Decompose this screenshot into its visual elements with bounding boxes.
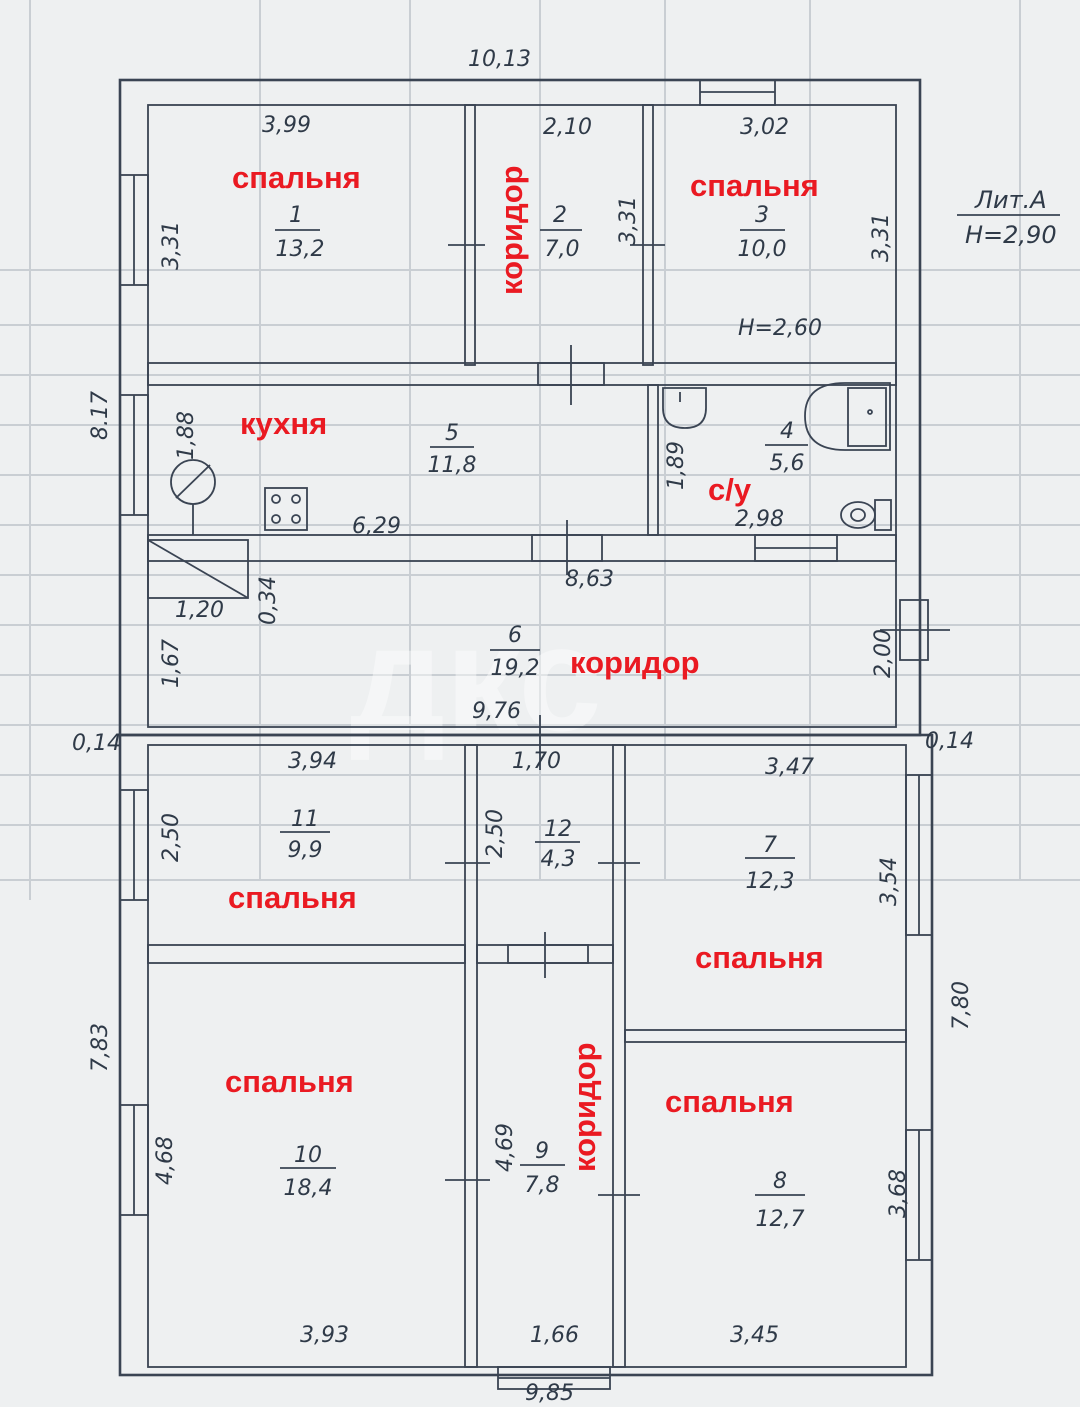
boiler-icon: [170, 459, 216, 535]
doors: [445, 244, 950, 1196]
room-7-area: 12,3: [746, 869, 795, 894]
room-2-number: 2: [553, 203, 567, 228]
dim-r4-width: 2,98: [735, 507, 784, 532]
dim-closet-depth: 0,34: [256, 576, 281, 625]
room-4-area: 5,6: [770, 451, 805, 476]
dim-r7-width: 3,47: [765, 755, 814, 780]
bathtub-icon: [804, 382, 891, 451]
legend-height: Н=2,90: [965, 221, 1057, 249]
legend: Лит.А Н=2,90: [957, 186, 1060, 249]
dim-r1-width: 3,99: [262, 113, 311, 138]
room-3-area: 10,0: [738, 237, 787, 262]
room-8-area: 12,7: [756, 1207, 805, 1232]
dim-r6-height: 1,67: [159, 639, 184, 688]
room-1-number: 1: [289, 203, 303, 228]
room-6-label: коридор: [570, 645, 700, 680]
dim-left-upper: 8.17: [88, 391, 113, 440]
dim-closet-width: 1,20: [175, 598, 224, 623]
dim-left-lower: 7,83: [88, 1023, 113, 1072]
room-9-number: 9: [535, 1139, 549, 1164]
dim-r3-width: 3,02: [740, 115, 789, 140]
room-5-area: 11,8: [428, 453, 477, 478]
dim-r9-width: 1,66: [530, 1323, 579, 1348]
room-4: 4 5,6 с/у 2,98: [708, 419, 808, 532]
room-4-label: с/у: [708, 472, 752, 507]
dim-r11-width: 3,94: [288, 749, 337, 774]
room-1-label: спальня: [232, 160, 361, 195]
dim-r9-height: 4,69: [493, 1123, 518, 1172]
dim-r5-width: 6,29: [352, 514, 401, 539]
dim-r7-height: 3,54: [877, 857, 902, 906]
room-9: 4,69 9 7,8 коридор 1,66: [493, 1042, 602, 1348]
room-11-number: 11: [291, 807, 319, 832]
toilet-icon: [840, 499, 892, 531]
room-10-area: 18,4: [284, 1176, 333, 1201]
stove-icon: [264, 487, 308, 531]
dim-offset-right: 0,14: [925, 729, 974, 754]
room-8: спальня 8 12,7 3,68 3,45: [665, 1084, 911, 1348]
room-11: 3,94 2,50 11 9,9 спальня: [159, 749, 357, 915]
dim-right-lower: 7,80: [949, 981, 974, 1030]
room-12-number: 12: [544, 817, 572, 842]
room-9-area: 7,8: [525, 1173, 560, 1198]
dim-top-total: 10,13: [468, 47, 531, 72]
dim-bottom-total: 9,85: [525, 1381, 574, 1406]
room-12: 1,70 2,50 12 4,3: [483, 749, 580, 872]
dim-r6-length-top: 8,63: [565, 567, 614, 592]
dim-r1-height: 3,31: [159, 221, 184, 270]
dim-r10-width: 3,93: [300, 1323, 349, 1348]
dim-r3-ceiling: Н=2,60: [738, 316, 822, 341]
sink-icon: [662, 387, 707, 429]
overall-dimensions: 10,13 9,85 8.17 7,83 7,80 0,14 0,14: [72, 47, 974, 1406]
dim-r12-width: 1,70: [512, 749, 561, 774]
room-4-number: 4: [780, 419, 794, 444]
dim-r2-width: 2,10: [543, 115, 592, 140]
room-6-number: 6: [508, 623, 522, 648]
room-11-label: спальня: [228, 880, 357, 915]
room-10-number: 10: [294, 1143, 322, 1168]
dim-r12-height: 2,50: [483, 809, 508, 858]
room-11-area: 9,9: [288, 838, 323, 863]
dim-r8-height: 3,68: [886, 1169, 911, 1218]
dim-r5-height: 1,88: [174, 411, 199, 460]
watermark: дкс: [350, 594, 602, 762]
room-3-number: 3: [755, 203, 769, 228]
room-5: кухня 1,88 5 11,8 6,29 1,89: [174, 406, 689, 539]
dim-r5-partition: 1,89: [664, 441, 689, 490]
room-2: 2,10 3,31 коридор 2 7,0: [494, 115, 641, 295]
room-3: 3,02 3,31 спальня 3 10,0 Н=2,60: [690, 115, 894, 341]
room-10-label: спальня: [225, 1064, 354, 1099]
room-9-label: коридор: [567, 1042, 602, 1172]
dim-r3-height: 3,31: [869, 213, 894, 262]
partitions: [147, 104, 907, 1368]
paper-grid: [0, 0, 1080, 900]
room-6-area: 19,2: [491, 656, 540, 681]
room-5-label: кухня: [240, 406, 327, 441]
dim-r6-height-right: 2,00: [871, 629, 896, 678]
fixtures: [170, 382, 892, 535]
room-5-number: 5: [445, 421, 459, 446]
legend-lit: Лит.А: [974, 186, 1047, 214]
room-8-label: спальня: [665, 1084, 794, 1119]
room-3-label: спальня: [690, 168, 819, 203]
room-2-area: 7,0: [545, 237, 580, 262]
room-2-label: коридор: [494, 165, 529, 295]
dim-r6-length-bottom: 9,76: [472, 699, 521, 724]
room-7-number: 7: [763, 833, 777, 858]
dim-r11-height: 2,50: [159, 813, 184, 862]
room-1-area: 13,2: [276, 237, 325, 262]
windows: [119, 79, 933, 1390]
room-6: 8,63 1,20 0,34 1,67 6 19,2 коридор 2,00 …: [159, 567, 896, 724]
dim-offset-left: 0,14: [72, 731, 121, 756]
dim-r10-height: 4,68: [153, 1136, 178, 1185]
room-10: спальня 4,68 10 18,4 3,93: [153, 1064, 354, 1348]
room-8-number: 8: [773, 1169, 787, 1194]
room-12-area: 4,3: [541, 847, 576, 872]
room-7-label: спальня: [695, 940, 824, 975]
dim-r2-height: 3,31: [616, 196, 641, 245]
room-1: 3,99 3,31 спальня 1 13,2: [159, 113, 361, 270]
room-7: 3,47 7 12,3 3,54 спальня: [695, 755, 902, 975]
dim-r8-width: 3,45: [730, 1323, 779, 1348]
